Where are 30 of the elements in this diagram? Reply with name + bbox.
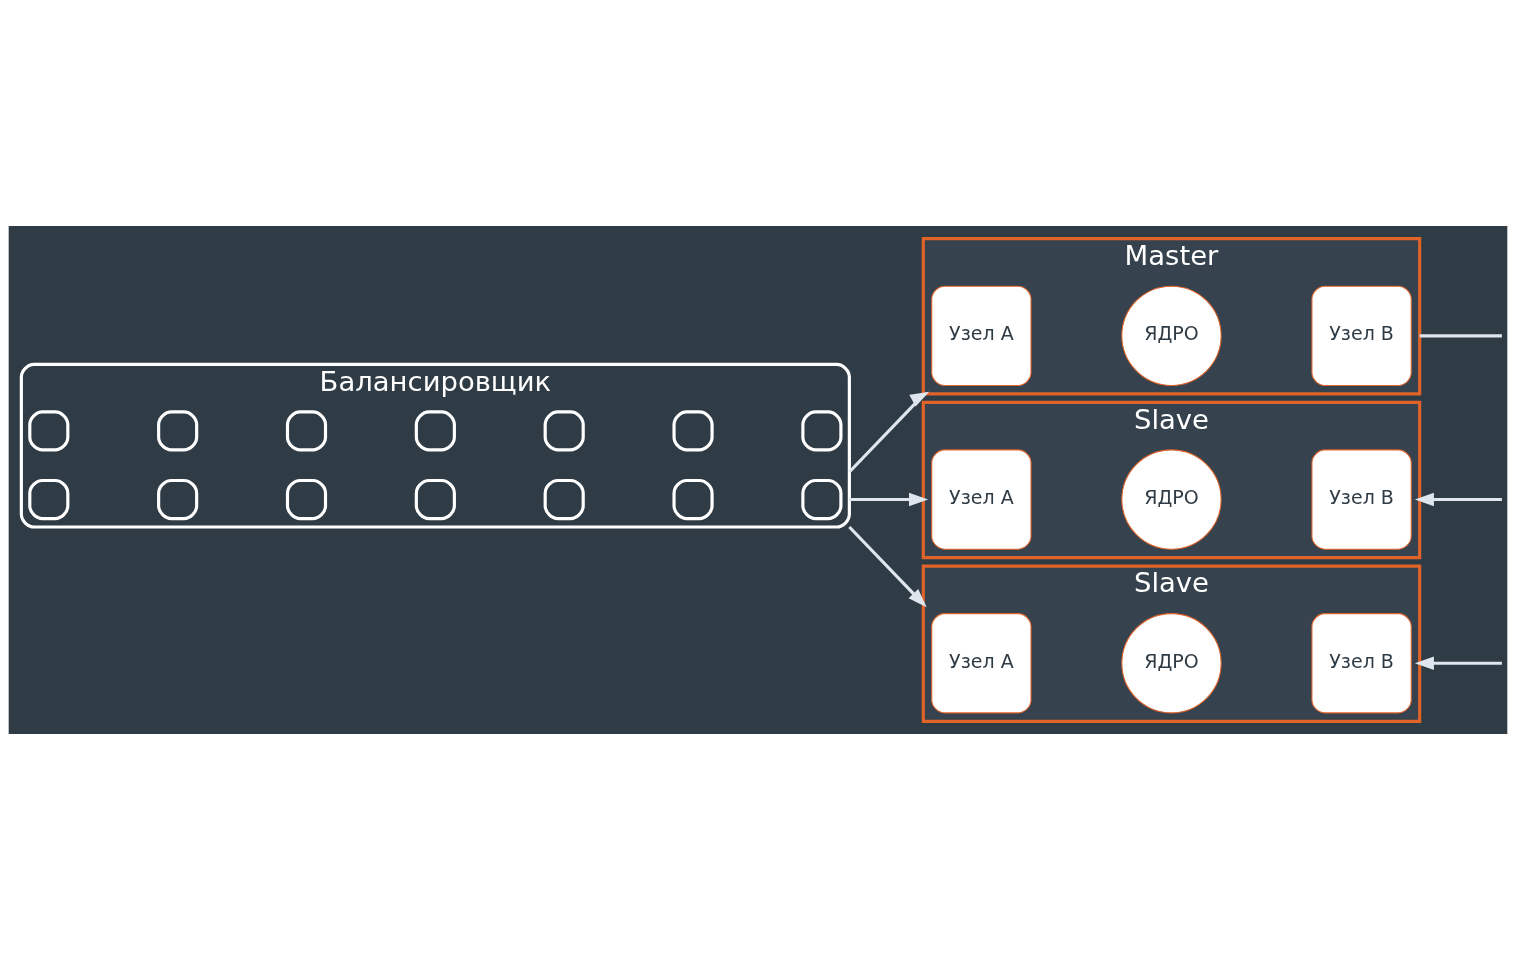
node-box [543,410,585,452]
node-box: Узел A [931,449,1032,550]
node-box [28,410,70,452]
node-box [672,478,714,521]
arrow [848,525,927,608]
connector [1419,334,1502,338]
node-circle: ЯДРО [1121,285,1222,386]
node-box: Узел A [931,613,1032,714]
node-box [285,410,328,452]
arrow [849,492,929,507]
arrow [1414,492,1502,507]
node-box [157,478,199,521]
node-box: Узел B [1311,285,1412,386]
node-box: Узел B [1311,613,1412,714]
node-box: Узел A [931,285,1032,386]
node-box [285,478,328,521]
node-box [801,410,843,452]
node-circle: ЯДРО [1121,449,1222,550]
node-circle: ЯДРО [1121,613,1222,714]
node-box [157,410,199,452]
arrow [1414,656,1502,670]
node-box [801,478,843,521]
arrow [848,391,930,474]
cluster: Балансировщик [19,362,851,529]
node-box [672,410,714,452]
node-box [414,478,456,521]
node-box: Узел B [1311,449,1412,550]
node-box [543,478,585,521]
node-box [414,410,456,452]
node-box [28,478,70,521]
